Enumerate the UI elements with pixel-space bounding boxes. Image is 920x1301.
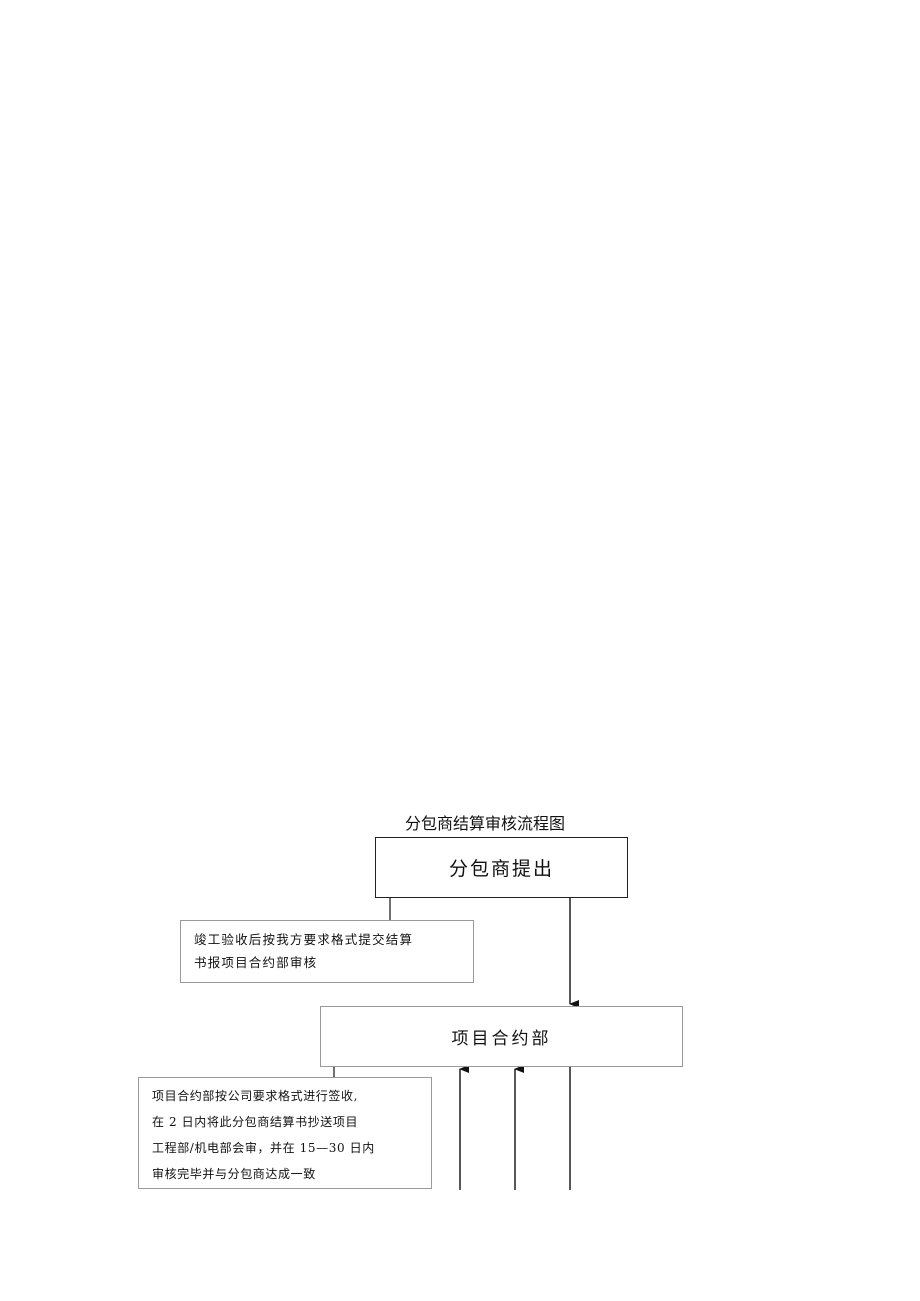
note-line: 竣工验收后按我方要求格式提交结算 <box>194 932 414 947</box>
note-line: 审核完毕并与分包商达成一致 <box>152 1167 316 1181</box>
note-submit-instructions: 竣工验收后按我方要求格式提交结算 书报项目合约部审核 <box>180 920 474 983</box>
node-subcontractor-submit: 分包商提出 <box>375 837 628 898</box>
note-line: 书报项目合约部审核 <box>194 955 318 970</box>
note-dept-instructions: 项目合约部按公司要求格式进行签收, 在 2 日内将此分包商结算书抄送项目 工程部… <box>138 1077 432 1189</box>
node-label: 项目合约部 <box>451 1029 552 1049</box>
diagram-title: 分包商结算审核流程图 <box>405 814 566 833</box>
note-line: 在 2 日内将此分包商结算书抄送项目 <box>152 1115 359 1129</box>
note-line: 项目合约部按公司要求格式进行签收, <box>152 1089 359 1103</box>
node-label: 分包商提出 <box>448 858 554 880</box>
note-line: 工程部/机电部会审，并在 15—30 日内 <box>152 1141 375 1155</box>
node-contract-department: 项目合约部 <box>320 1006 683 1067</box>
